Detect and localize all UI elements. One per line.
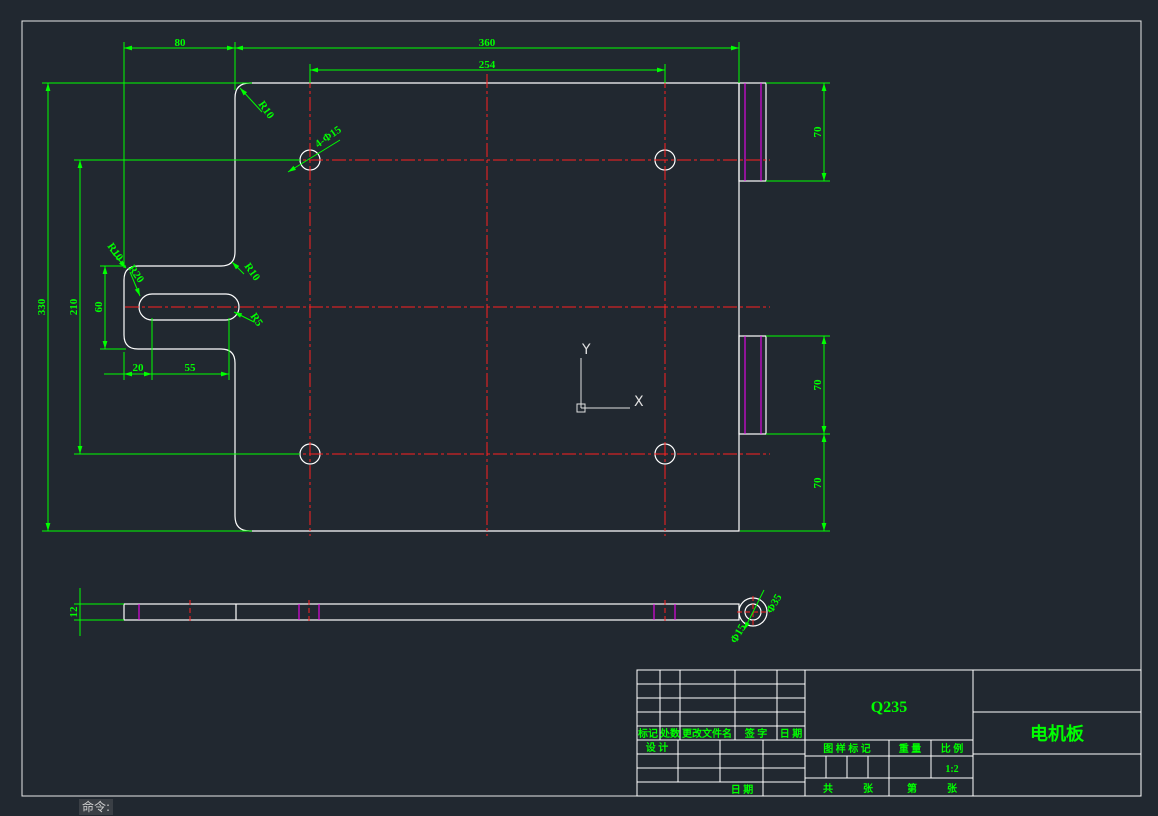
tb-design: 设 计 — [646, 741, 669, 754]
tb-sheet-2: 张 — [947, 782, 958, 795]
dim-12: 12 — [68, 606, 80, 618]
dim-phi35: Φ35 — [764, 592, 785, 616]
title-block — [636, 669, 1142, 797]
tb-header-sign: 签 字 — [744, 727, 768, 740]
ucs-icon — [576, 358, 630, 413]
ucs-y-label: Y — [581, 342, 591, 358]
tb-sheet: 张 — [863, 782, 874, 795]
radius-r10-top: R10 — [256, 99, 277, 122]
dim-70-mid: 70 — [812, 379, 824, 391]
plate-top-view[interactable] — [123, 82, 767, 532]
tb-header-file: 更改文件名 — [682, 727, 732, 740]
dimensions — [42, 42, 830, 532]
tb-stage-mark: 图 样 标 记 — [823, 742, 871, 755]
slot — [138, 293, 240, 321]
tb-material: Q235 — [871, 699, 907, 716]
hole-callout: 4-Φ15 — [313, 124, 344, 151]
dim-210: 210 — [68, 298, 80, 315]
tb-header-mark: 标记 — [637, 727, 658, 740]
flange-bottom — [738, 335, 767, 435]
dim-70-top: 70 — [812, 126, 824, 138]
drawing-frame — [21, 20, 1142, 797]
plate-side-view[interactable] — [123, 597, 768, 627]
tb-scale-label: 比 例 — [941, 742, 964, 755]
flange-top — [738, 82, 767, 182]
tb-page: 第 — [907, 782, 917, 795]
tb-date: 日 期 — [731, 783, 754, 796]
dim-254: 254 — [479, 59, 496, 71]
dim-70-bottom: 70 — [812, 477, 824, 489]
tb-header-date: 日 期 — [780, 727, 803, 740]
tb-part-name: 电机板 — [1030, 723, 1085, 744]
dim-330: 330 — [36, 298, 48, 315]
tb-scale: 1:2 — [945, 764, 958, 775]
center-lines — [125, 74, 770, 536]
dim-360: 360 — [479, 37, 496, 49]
tb-header-count: 处数 — [659, 727, 681, 740]
tb-total: 共 — [823, 782, 833, 795]
dim-55: 55 — [185, 362, 197, 374]
radius-r5: R5 — [248, 311, 266, 329]
command-prompt[interactable]: 命令: — [79, 799, 114, 815]
dim-80: 80 — [175, 37, 187, 49]
dim-phi15: Φ15 — [728, 622, 749, 646]
tb-weight: 重 量 — [899, 742, 922, 755]
dim-20: 20 — [133, 362, 145, 374]
radius-r10-left: R10 — [105, 241, 126, 264]
radius-r10-notch: R10 — [242, 261, 263, 284]
ucs-x-label: X — [634, 394, 644, 410]
dim-60: 60 — [93, 301, 105, 313]
